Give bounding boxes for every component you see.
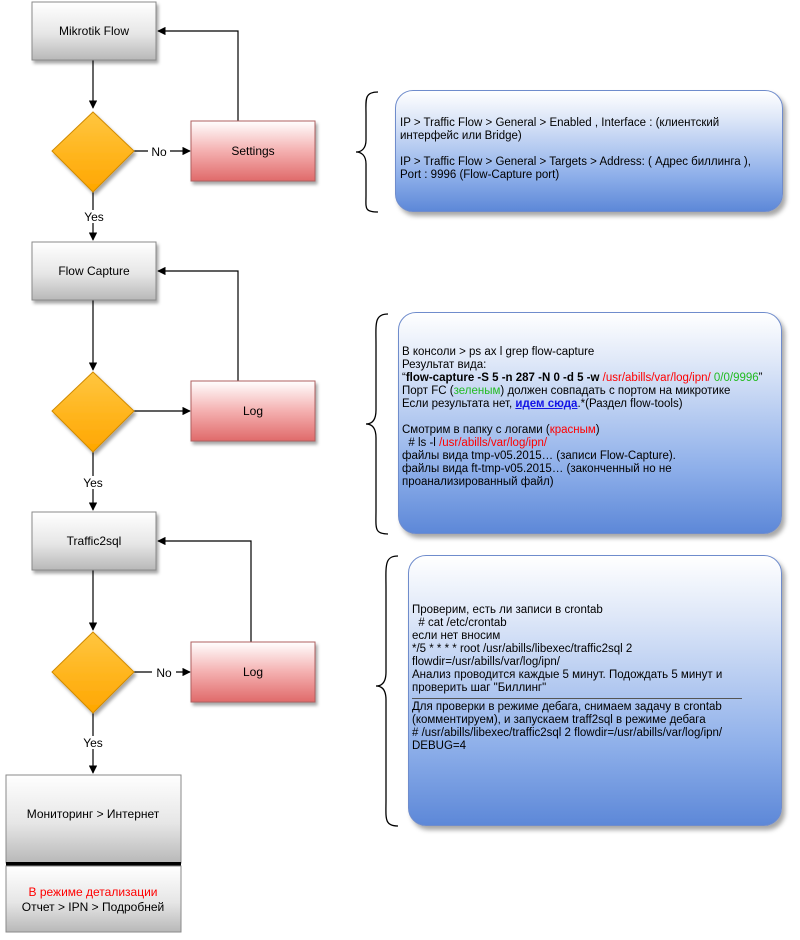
note-line: файлы вида ft-tmp-v05.2015… (законченный… xyxy=(402,463,672,475)
note-line: Порт FC (зеленым) должен совпадать с пор… xyxy=(402,385,775,398)
note-line: flowdir=/usr/abills/var/log/ipn/ xyxy=(412,656,560,668)
text-part: # ls -l xyxy=(402,437,440,449)
note-mikrotik-settings: IP > Traffic Flow > General > Enabled , … xyxy=(395,90,783,212)
text-part: Порт FC ( xyxy=(402,385,454,397)
note-line: IP > Traffic Flow > General > Targets > … xyxy=(400,156,751,168)
note-line: IP > Traffic Flow > General > Enabled , … xyxy=(400,117,720,129)
node-label: Settings xyxy=(231,144,274,158)
text-part: ) должен совпадать с портом на микротике xyxy=(500,385,731,397)
node-traffic2sql[interactable]: Traffic2sql xyxy=(31,511,157,571)
note-line: файлы вида tmp-v05.2015… (записи Flow-Ca… xyxy=(402,450,676,462)
brace-2 xyxy=(365,313,389,535)
note-line: В консоли > ps ax l grep flow-capture xyxy=(402,346,595,358)
node-label: Log xyxy=(243,404,263,418)
note-line: # /usr/abills/libexec/traffic2sql 2 flow… xyxy=(412,727,723,739)
node-flow-capture[interactable]: Flow Capture xyxy=(31,241,157,301)
quote-close: ” xyxy=(758,372,763,384)
command-text: flow-capture -S 5 -n 287 -N 0 -d 5 -w xyxy=(405,372,603,384)
note-line: Проверим, есть ли записи в crontab xyxy=(412,604,603,616)
note-line: # cat /etc/crontab xyxy=(412,617,507,629)
edge-label-yes: Yes xyxy=(83,736,103,750)
node-log-2[interactable]: Log xyxy=(190,641,316,703)
decision-traffic2sql-ok[interactable] xyxy=(51,631,135,714)
brace-3 xyxy=(375,555,399,827)
quote-open: “ xyxy=(402,372,406,384)
node-label: Flow Capture xyxy=(58,264,130,278)
log-path-red: /usr/abills/var/log/ipn/ xyxy=(439,437,548,449)
decision-capture-ok[interactable] xyxy=(51,371,135,453)
decision-settings-ok[interactable] xyxy=(51,111,135,193)
note-line: если нет вносим xyxy=(412,630,501,642)
edge-label-yes: Yes xyxy=(83,476,103,490)
node-label-red: В режиме детализации xyxy=(28,885,157,899)
brace-1 xyxy=(355,91,379,213)
note-line: Результат вида: xyxy=(402,359,487,371)
node-label: Мониторинг > Интернет xyxy=(27,807,160,821)
note-flow-capture: В консоли > ps ax l grep flow-capture Ре… xyxy=(398,312,782,534)
log-path-red: /usr/abills/var/log/ipn/ xyxy=(602,372,711,384)
note-line: проанализированный файл) xyxy=(402,476,554,488)
edge-settings-to-mikrotik xyxy=(157,26,239,121)
node-label: Log xyxy=(243,665,263,679)
text-part: ) xyxy=(595,424,600,436)
note-line: Смотрим в папку с логами (красным) xyxy=(402,424,775,437)
edge-log1-to-flowcapture xyxy=(157,266,239,381)
note-line-command: “flow-capture -S 5 -n 287 -N 0 -d 5 -w /… xyxy=(402,372,775,385)
note-line: Port : 9996 (Flow-Capture port) xyxy=(400,169,560,181)
text-part: Если результата нет, xyxy=(402,398,516,410)
edge-label-no: No xyxy=(156,666,172,680)
port-green: 0/0/9996 xyxy=(710,372,759,384)
note-line: интерфейс или Bridge) xyxy=(400,130,522,142)
node-settings[interactable]: Settings xyxy=(190,120,316,182)
note-line: */5 * * * * root /usr/abills/libexec/tra… xyxy=(412,643,633,655)
note-line: Анализ проводится каждые 5 минут. Подожд… xyxy=(412,669,723,681)
connectors xyxy=(88,26,252,774)
note-line: (комментируем), и запускаем traff2sql в … xyxy=(412,714,706,726)
text-part: Смотрим в папку с логами ( xyxy=(402,424,550,436)
note-line: Если результата нет, идем сюда.*(Раздел … xyxy=(402,398,775,411)
edge-label-yes: Yes xyxy=(84,210,104,224)
note-line: Для проверки в режиме дебага, снимаем за… xyxy=(412,701,722,713)
text-part: .*(Раздел flow-tools) xyxy=(577,398,683,410)
separator-line xyxy=(412,698,742,699)
note-line: # ls -l /usr/abills/var/log/ipn/ xyxy=(402,437,775,450)
edge-log2-to-traffic2sql xyxy=(157,536,252,642)
node-label: Traffic2sql xyxy=(67,534,122,548)
note-line: DEBUG=4 xyxy=(412,740,467,752)
edge-label-no: No xyxy=(151,145,167,159)
note-traffic2sql: Проверим, есть ли записи в crontab # cat… xyxy=(408,555,782,826)
node-mikrotik-flow[interactable]: Mikrotik Flow xyxy=(31,1,157,61)
red-word: красным xyxy=(549,424,596,436)
flow-tools-link[interactable]: идем сюда xyxy=(515,398,578,410)
node-monitoring[interactable]: Мониторинг > Интернет В режиме детализац… xyxy=(5,774,182,933)
node-label: Mikrotik Flow xyxy=(59,24,129,38)
node-label: Отчет > IPN > Подробней xyxy=(22,900,164,914)
note-line: проверить шаг "Биллинг" xyxy=(412,682,547,694)
green-word: зеленым xyxy=(453,385,501,397)
node-log-1[interactable]: Log xyxy=(190,380,316,442)
